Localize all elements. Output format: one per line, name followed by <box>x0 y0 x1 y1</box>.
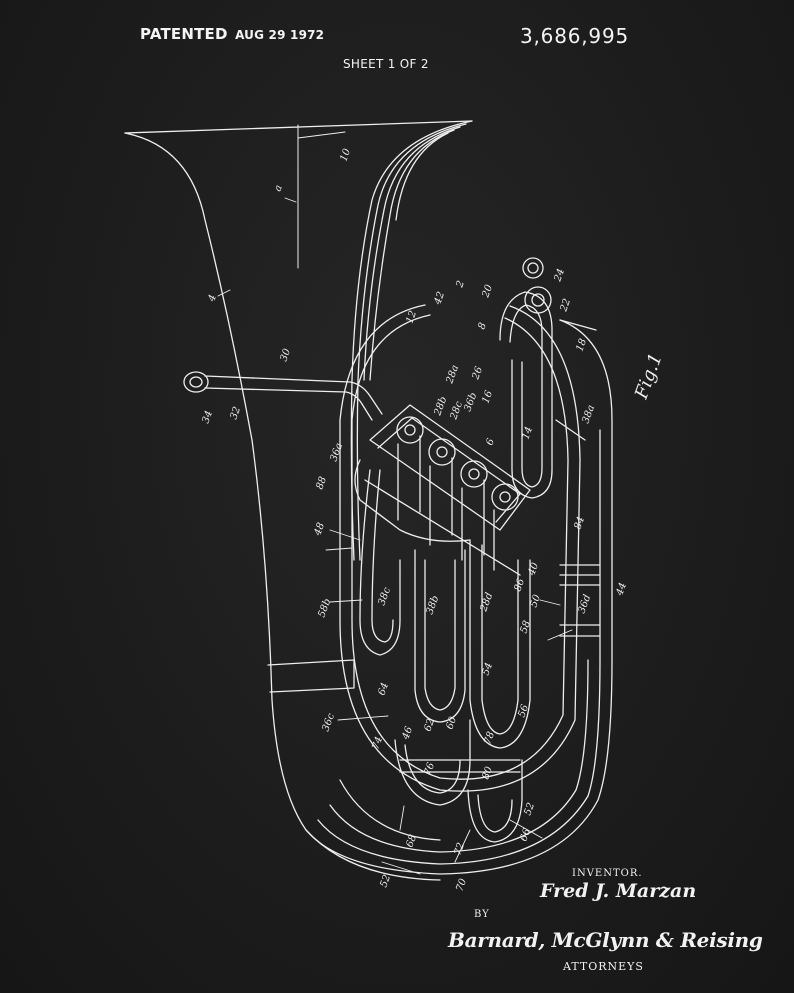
ref-numeral: 52 <box>522 801 537 817</box>
ref-numeral: 36b <box>462 391 479 413</box>
upper-tube <box>499 257 597 499</box>
patented-label: PATENTED <box>140 25 228 43</box>
ref-numeral: 66 <box>518 827 533 843</box>
ref-numeral: 50 <box>528 593 543 609</box>
ref-numeral: 62 <box>422 717 437 733</box>
ref-numeral: 86 <box>512 577 527 593</box>
ref-numeral: 12 <box>404 309 419 325</box>
patented-stamp: PATENTED AUG 29 1972 <box>140 25 324 43</box>
ref-numeral: 28d <box>478 591 495 614</box>
ref-numeral: 76 <box>422 761 437 777</box>
ref-numeral: 28c <box>448 400 465 422</box>
ref-numeral: 48 <box>312 521 327 538</box>
ref-numeral: 4 <box>206 293 219 304</box>
ref-numeral: 58b <box>316 597 333 619</box>
leadpipe <box>183 371 383 421</box>
ref-numeral: 32 <box>228 405 243 421</box>
sheet-number: SHEET 1 OF 2 <box>343 57 429 71</box>
ref-numeral: 30 <box>278 347 293 363</box>
ref-numeral: 36d <box>576 593 593 615</box>
attorney-signature: Barnard, McGlynn & Reising <box>448 928 763 952</box>
ref-numeral: 38a <box>580 404 597 425</box>
valve-cluster <box>354 404 531 576</box>
inventor-label: INVENTOR. <box>572 868 643 879</box>
ref-numeral: 52 <box>378 873 393 889</box>
ref-numeral: 34 <box>200 409 215 425</box>
ref-numeral: 14 <box>520 425 535 441</box>
patent-date: AUG 29 1972 <box>235 28 325 42</box>
ref-numeral: 54 <box>480 661 495 677</box>
ref-numeral: 44 <box>614 581 629 598</box>
ref-numeral: 78 <box>482 730 497 746</box>
ref-numeral: 70 <box>454 877 469 893</box>
ref-numeral: 38b <box>424 594 441 616</box>
ref-numeral: 72 <box>452 841 467 857</box>
inventor-name: Fred J. Marzan <box>540 880 697 902</box>
bottom-bow <box>267 319 613 875</box>
ref-numeral: 18 <box>574 337 589 353</box>
ref-numeral: 22 <box>558 297 573 314</box>
ref-numeral: 64 <box>376 681 391 697</box>
ref-numeral: 74 <box>370 735 385 751</box>
ref-numeral: 40 <box>526 561 541 578</box>
ref-numeral: 8 <box>476 321 489 331</box>
ref-numeral: 84 <box>572 515 587 531</box>
ref-numeral: 28a <box>444 364 461 386</box>
ref-numeral: 6 <box>484 437 497 447</box>
attorneys-label: ATTORNEYS <box>563 960 644 973</box>
ref-numeral: 68 <box>404 833 419 849</box>
ref-numeral: 80 <box>480 765 495 781</box>
ref-numeral: 46 <box>400 725 415 742</box>
patent-number: 3,686,995 <box>520 24 629 48</box>
ref-numeral: a <box>272 184 284 193</box>
ref-numeral: 42 <box>432 290 447 307</box>
ref-numeral: 16 <box>480 389 495 405</box>
ref-numeral: 56 <box>516 703 531 719</box>
ref-numeral: 36a <box>328 442 345 463</box>
ref-numeral: 88 <box>314 475 329 491</box>
ref-numeral: 60 <box>444 715 459 731</box>
ref-numeral: 58 <box>518 619 533 635</box>
ref-numeral: 2 <box>454 279 467 290</box>
figure-label: Fig.1 <box>631 350 667 402</box>
ref-numeral: 10 <box>338 147 353 163</box>
ref-numeral: 24 <box>552 267 567 284</box>
by-label: BY <box>474 909 490 920</box>
reference-numerals: 10 a 4 30 34 32 12 42 2 20 8 22 24 18 26… <box>200 147 629 893</box>
ref-numeral: 20 <box>480 283 495 300</box>
ref-numeral: 38c <box>376 586 393 607</box>
main-coil <box>339 304 581 843</box>
ref-numeral: 28b <box>432 395 449 418</box>
ref-numeral: 26 <box>470 365 485 382</box>
ref-numeral: 36c <box>320 712 337 733</box>
leader-lines <box>325 529 573 875</box>
